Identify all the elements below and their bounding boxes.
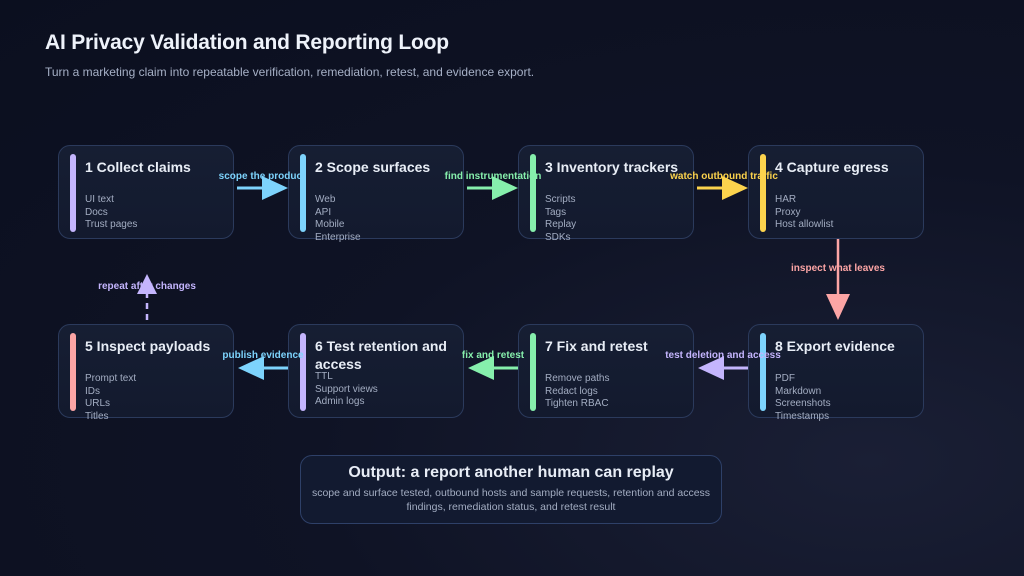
edge-label-test-deletion-and-access: test deletion and access	[665, 350, 781, 361]
node-item: Prompt text	[85, 373, 137, 384]
node-title: 6 Test retention and access	[315, 338, 447, 372]
node-scope-surfaces[interactable]: 2 Scope surfaces Web API Mobile Enterpri…	[288, 145, 464, 243]
diagram-title: AI Privacy Validation and Reporting Loop	[45, 31, 449, 54]
edge-label-inspect-what-leaves: inspect what leaves	[791, 263, 885, 274]
node-items: PDF Markdown Screenshots Timestamps	[775, 373, 831, 423]
node-color-bar	[300, 154, 306, 232]
node-color-bar	[70, 333, 76, 411]
node-items: Prompt text IDs URLs Titles	[85, 373, 136, 423]
node-item: Redact logs	[545, 385, 598, 397]
node-item: Web	[315, 194, 336, 205]
output-title: Output: a report another human can repla…	[348, 464, 674, 481]
edge-inspect-what-leaves	[826, 237, 850, 320]
edge-label-find-instrumentation: find instrumentation	[444, 171, 542, 182]
node-title: 1 Collect claims	[85, 159, 191, 175]
node-color-bar	[760, 333, 766, 411]
node-item: PDF	[775, 373, 795, 384]
node-item: Proxy	[775, 206, 801, 218]
node-capture-egress[interactable]: 4 Capture egress HAR Proxy Host allowlis…	[748, 145, 924, 239]
output-box: Output: a report another human can repla…	[300, 455, 722, 524]
edge-label-fix-and-retest: fix and retest	[461, 350, 525, 361]
node-item: Tighten RBAC	[545, 398, 609, 409]
node-item: HAR	[775, 194, 797, 205]
node-title: 5 Inspect payloads	[85, 338, 211, 354]
node-item: URLs	[85, 398, 111, 409]
node-item: Admin logs	[315, 396, 365, 407]
node-color-bar	[530, 333, 536, 411]
node-item: Enterprise	[315, 231, 361, 243]
node-item: Scripts	[545, 194, 576, 205]
node-title: 3 Inventory trackers	[545, 159, 679, 175]
node-items: Web API Mobile Enterprise	[315, 194, 361, 244]
node-color-bar	[530, 154, 536, 232]
node-item: Markdown	[775, 385, 822, 397]
node-item: Remove paths	[545, 373, 610, 384]
node-items: Scripts Tags Replay SDKs	[545, 194, 576, 244]
node-item: Tags	[545, 206, 567, 218]
edge-label-publish-evidence: publish evidence	[222, 350, 304, 361]
output-description: scope and surface tested, outbound hosts…	[311, 487, 711, 513]
node-inspect-payloads[interactable]: 5 Inspect payloads Prompt text IDs URLs …	[58, 324, 234, 422]
edge-label-watch-outbound-traffic: watch outbound traffic	[670, 171, 778, 182]
node-item: Replay	[545, 219, 577, 230]
node-title: 7 Fix and retest	[545, 338, 648, 354]
node-color-bar	[760, 154, 766, 232]
node-color-bar	[300, 333, 306, 411]
node-item: Host allowlist	[775, 219, 834, 230]
node-title: 8 Export evidence	[775, 338, 895, 354]
node-items: HAR Proxy Host allowlist	[775, 194, 833, 232]
node-title: 4 Capture egress	[775, 159, 889, 175]
node-color-bar	[70, 154, 76, 232]
node-item: UI text	[85, 194, 114, 205]
node-fix-and-retest[interactable]: 7 Fix and retest Remove paths Redact log…	[518, 324, 694, 418]
node-test-retention-and-access[interactable]: 6 Test retention and access TTL Support …	[288, 324, 464, 418]
diagram-subtitle: Turn a marketing claim into repeatable v…	[45, 65, 535, 79]
node-item: Titles	[85, 410, 109, 422]
node-item: TTL	[315, 371, 333, 382]
node-item: Screenshots	[775, 398, 831, 409]
node-inventory-trackers[interactable]: 3 Inventory trackers Scripts Tags Replay…	[518, 145, 694, 243]
node-items: Remove paths Redact logs Tighten RBAC	[545, 373, 609, 411]
node-item: API	[315, 206, 332, 218]
node-items: UI text Docs Trust pages	[85, 194, 137, 232]
edge-label-repeat-after-changes: repeat after changes	[98, 281, 196, 292]
edge-label-scope-the-product: scope the product	[218, 171, 306, 182]
node-item: Docs	[85, 206, 108, 218]
node-collect-claims[interactable]: 1 Collect claims UI text Docs Trust page…	[58, 145, 234, 239]
node-export-evidence[interactable]: 8 Export evidence PDF Markdown Screensho…	[748, 324, 924, 422]
node-item: Trust pages	[85, 219, 138, 230]
node-item: Mobile	[315, 219, 345, 230]
node-item: Timestamps	[775, 410, 830, 422]
node-title: 2 Scope surfaces	[315, 159, 431, 175]
node-items: TTL Support views Admin logs	[315, 371, 378, 409]
node-item: Support views	[315, 383, 378, 395]
node-item: SDKs	[545, 231, 571, 243]
node-item: IDs	[85, 385, 100, 397]
